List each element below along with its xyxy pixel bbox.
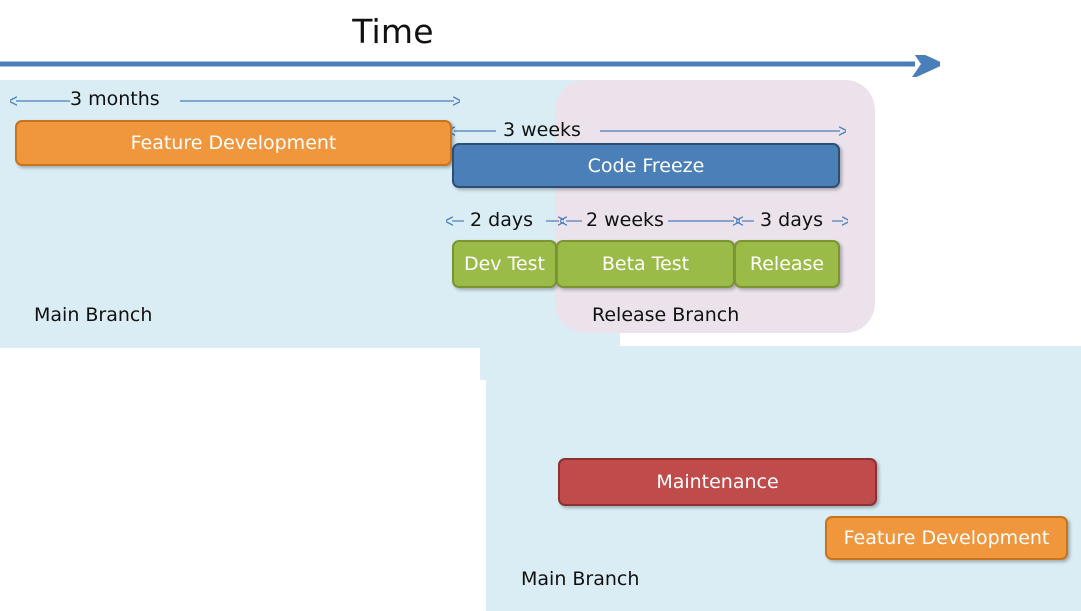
duration-arrow-2-days (446, 208, 564, 234)
bar-beta-test[interactable]: Beta Test (556, 240, 735, 288)
bar-maintenance[interactable]: Maintenance (558, 458, 877, 506)
page-title: Time (352, 12, 434, 51)
bar-code-freeze[interactable]: Code Freeze (452, 143, 840, 188)
bar-release[interactable]: Release (734, 240, 840, 288)
lane-label-main-branch-bottom: Main Branch (521, 568, 640, 590)
duration-arrow-3-days (736, 208, 848, 234)
time-axis-arrow (0, 55, 940, 77)
lane-label-release-branch: Release Branch (592, 304, 740, 326)
bar-feature-development-bottom[interactable]: Feature Development (825, 516, 1068, 560)
duration-arrow-2-weeks (560, 208, 740, 234)
duration-arrow-3-weeks (448, 118, 846, 144)
lane-release-branch (555, 80, 875, 333)
lane-label-main-branch-top: Main Branch (34, 304, 153, 326)
duration-arrow-3-months (10, 88, 460, 114)
bar-dev-test[interactable]: Dev Test (452, 240, 557, 288)
bar-feature-development-top[interactable]: Feature Development (15, 120, 452, 166)
